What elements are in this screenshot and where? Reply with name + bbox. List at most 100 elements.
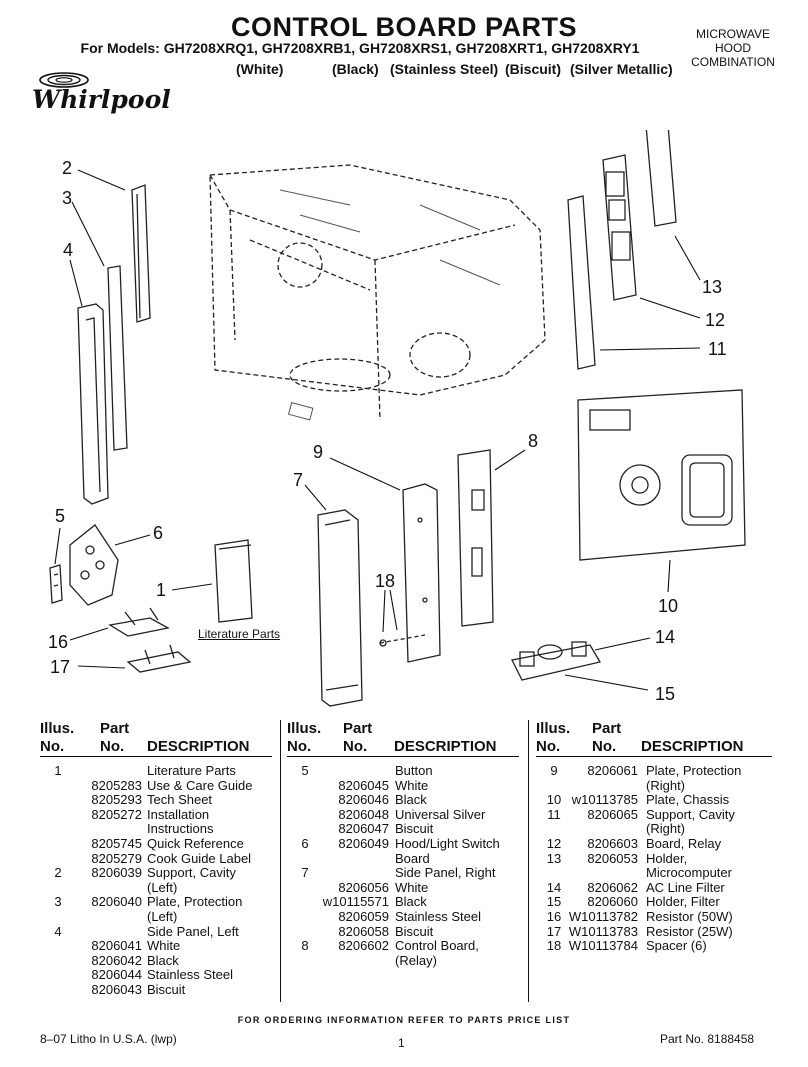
color-biscuit: (Biscuit) xyxy=(505,61,561,77)
part-16-resistor xyxy=(108,607,170,637)
page-title: CONTROL BOARD PARTS xyxy=(231,12,577,42)
part-7-side-panel-right xyxy=(317,509,363,707)
part-description: Black xyxy=(395,792,427,808)
illus-number: 13 xyxy=(546,850,562,866)
part-18-spacers xyxy=(379,634,426,647)
illus-number: 6 xyxy=(301,835,309,851)
part-number: 8205272 xyxy=(91,806,142,822)
table-row: Microcomputer xyxy=(536,866,772,881)
part-17-resistor xyxy=(126,644,192,673)
callout-11: 11 xyxy=(708,339,727,359)
part-description: Universal Silver xyxy=(395,806,486,822)
illus-number: 17 xyxy=(546,923,562,939)
part-number: w10115571 xyxy=(322,894,389,910)
part-number: 8206062 xyxy=(587,879,638,895)
part-description: Side Panel, Left xyxy=(147,923,239,939)
illus-number: 15 xyxy=(546,894,562,910)
part-description: Cook Guide Label xyxy=(147,850,252,866)
column-divider xyxy=(528,720,529,1002)
ordering-note: FOR ORDERING INFORMATION REFER TO PARTS … xyxy=(237,1015,571,1025)
part-9-plate-right xyxy=(402,483,441,663)
callout-6: 6 xyxy=(153,523,163,543)
callout-5: 5 xyxy=(55,506,65,526)
brand-wordmark: Whirlpool xyxy=(32,85,171,114)
part-number: 8205293 xyxy=(91,792,142,808)
part-description: Board, Relay xyxy=(646,835,722,851)
part-description: Biscuit xyxy=(147,981,186,997)
cavity-illustration xyxy=(209,164,546,421)
header-line: No. xyxy=(343,738,368,755)
part-header: Part No. xyxy=(592,720,621,756)
desc-header: DESCRIPTION xyxy=(147,738,250,755)
part-description: (Left) xyxy=(147,908,178,924)
illus-number: 10 xyxy=(546,792,562,808)
illus-header: Illus. No. xyxy=(40,720,74,756)
part-description: Stainless Steel xyxy=(395,908,481,924)
callout-16: 16 xyxy=(48,632,68,652)
part-description: Microcomputer xyxy=(646,865,732,881)
part-description: Board xyxy=(395,850,430,866)
callout-1: 1 xyxy=(156,580,166,600)
part-header: Part No. xyxy=(100,720,129,756)
part-description: (Relay) xyxy=(395,952,437,968)
header-line: No. xyxy=(536,738,561,755)
color-black: (Black) xyxy=(332,61,379,77)
callout-2: 2 xyxy=(62,158,72,178)
table-row: (Right) xyxy=(536,777,772,794)
illus-number: 5 xyxy=(301,763,309,778)
header-line: No. xyxy=(287,738,312,755)
illus-header: Illus. No. xyxy=(287,720,321,756)
part-description: Tech Sheet xyxy=(147,792,213,808)
callout-17: 17 xyxy=(50,657,70,677)
color-stainless: (Stainless Steel) xyxy=(390,61,499,77)
part-description: (Right) xyxy=(646,777,686,793)
header-line: Illus. xyxy=(287,720,322,737)
whirlpool-logo: Whirlpool xyxy=(32,72,171,114)
callout-4: 4 xyxy=(63,240,73,260)
part-description: Biscuit xyxy=(395,821,434,837)
table-row: Instructions xyxy=(40,822,272,837)
illus-number: 16 xyxy=(546,908,562,924)
part-number: 8206044 xyxy=(91,967,142,983)
part-description: Plate, Protection xyxy=(646,763,742,778)
part-5-button xyxy=(49,564,63,604)
header-line: Part xyxy=(592,720,622,737)
table-row: 8205293 Tech Sheet xyxy=(40,793,272,808)
part-description: Resistor (25W) xyxy=(646,923,733,939)
product-type: MICROWAVE HOOD COMBINATION xyxy=(678,27,788,69)
part-number: W10113782 xyxy=(568,908,638,924)
product-type-line: HOOD xyxy=(715,41,751,55)
callout-10: 10 xyxy=(658,596,678,616)
callout-12: 12 xyxy=(705,310,725,330)
part-number: 8206048 xyxy=(338,806,389,822)
part-description: Literature Parts xyxy=(147,763,236,778)
part-number: 8206056 xyxy=(338,879,389,895)
part-description: Control Board, xyxy=(395,938,479,954)
part-description: (Left) xyxy=(147,879,178,895)
part-number: 8206043 xyxy=(91,981,142,997)
part-description: AC Line Filter xyxy=(646,879,725,895)
part-description: White xyxy=(395,777,429,793)
part-description: Installation xyxy=(147,806,210,822)
part-description: Holder, Filter xyxy=(646,894,720,910)
part-number: 8206039 xyxy=(91,865,142,881)
illus-number: 3 xyxy=(54,894,62,910)
part-description: White xyxy=(147,938,181,954)
part-4-side-panel-left xyxy=(77,303,109,505)
part-number: 8206061 xyxy=(587,763,638,778)
part-number: 8206042 xyxy=(91,952,142,968)
part-13-holder xyxy=(645,130,677,227)
header-line: Part xyxy=(100,720,130,737)
